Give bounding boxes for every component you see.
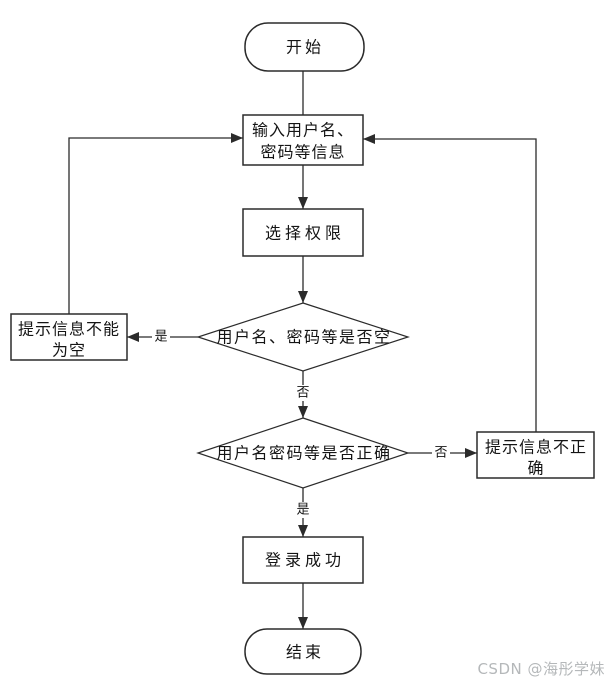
prompt-incorrect-label-line1: 提示信息不正 <box>485 438 587 457</box>
check-correct-decision <box>196 417 410 489</box>
login-success-node <box>242 536 364 584</box>
start-node-label: 开始 <box>286 38 324 57</box>
end-node <box>244 628 362 675</box>
edge-label-bg <box>294 502 312 518</box>
edge-label-bg <box>432 445 450 461</box>
csdn-watermark: CSDN @海彤学妹 <box>477 660 605 678</box>
start-node <box>244 22 365 72</box>
end-node-label: 结束 <box>286 643 324 662</box>
prompt-incorrect-label-line2: 确 <box>527 459 544 478</box>
prompt-incorrect-node <box>476 431 595 479</box>
edge-label-empty-no: 否 <box>296 386 309 401</box>
check-correct-label: 用户名密码等是否正确 <box>216 444 391 463</box>
prompt-empty-label-line2: 为空 <box>52 341 86 360</box>
edge-prompt-incorrect-feedback <box>363 134 537 432</box>
prompt-empty-node <box>10 313 128 361</box>
edge-prompt-empty-feedback <box>68 133 243 314</box>
prompt-empty-label-line1: 提示信息不能 <box>18 320 120 339</box>
select-permission-label: 选择权限 <box>265 224 345 243</box>
edge-label-correct-yes: 是 <box>296 503 309 518</box>
select-permission-node <box>242 208 364 257</box>
input-info-label-line2: 密码等信息 <box>260 143 345 162</box>
edge-label-correct-no: 否 <box>434 446 447 461</box>
input-info-node <box>242 114 364 166</box>
edge-label-empty-yes: 是 <box>154 330 167 345</box>
edge-label-bg <box>294 385 312 401</box>
input-info-label-line1: 输入用户名、 <box>252 121 354 140</box>
login-success-label: 登录成功 <box>265 551 345 570</box>
check-empty-decision <box>196 302 410 372</box>
check-empty-label: 用户名、密码等是否空 <box>216 328 391 347</box>
edge-label-bg <box>152 329 170 345</box>
